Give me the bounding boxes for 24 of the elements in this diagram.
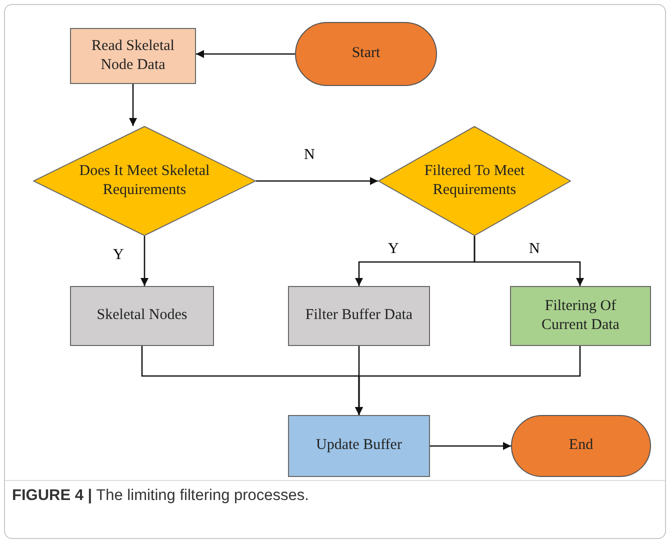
arrow (355, 346, 581, 415)
process-box (70, 286, 214, 346)
figure-caption: FIGURE 4 | The limiting filtering processes. (12, 487, 309, 505)
process-box (70, 28, 196, 84)
decision-diamond (378, 126, 571, 236)
decision-diamond (33, 126, 256, 236)
node-label: Update Buffer (316, 436, 402, 456)
node-label: Read Skeletal Node Data (90, 36, 176, 75)
node-label: End (568, 436, 594, 456)
process-box (288, 415, 430, 477)
node-label: Start (352, 44, 380, 64)
arrow (129, 84, 137, 126)
node-label: Filtered To Meet Requirements (423, 162, 526, 200)
process-box (510, 286, 651, 346)
arrow (196, 50, 295, 58)
arrow (256, 177, 378, 185)
node-label: Skeletal Nodes (96, 306, 188, 326)
arrow (430, 442, 511, 450)
node-label: Filtering Of Current Data (540, 296, 620, 335)
node-label: Filter Buffer Data (305, 306, 413, 326)
node-label: Does It Meet Skeletal Requirements (78, 162, 211, 200)
arrow (140, 236, 148, 286)
arrow (474, 236, 584, 286)
process-box (288, 286, 430, 346)
